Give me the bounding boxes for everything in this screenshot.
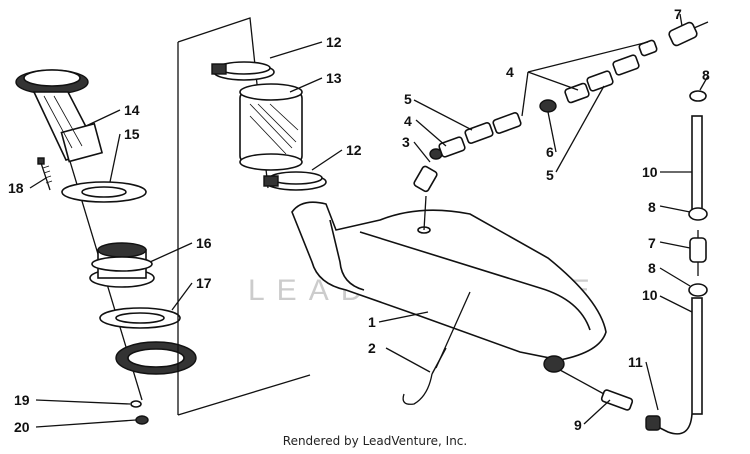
fuel-line-segments <box>438 39 658 158</box>
callout-8b: 8 <box>648 199 656 215</box>
callout-17: 17 <box>196 275 212 291</box>
callout-4a: 4 <box>404 113 412 129</box>
washer-part <box>130 400 142 408</box>
right-hose-assembly <box>645 90 708 435</box>
inline-filter-top-part <box>668 21 709 47</box>
mounting-plate-part <box>115 341 197 375</box>
callout-8a: 8 <box>702 67 710 83</box>
callout-5a: 5 <box>404 91 412 107</box>
callout-18: 18 <box>8 180 24 196</box>
filter-assembly-group <box>211 61 327 191</box>
footer-credit: Rendered by LeadVenture, Inc. <box>282 434 468 448</box>
callout-16: 16 <box>196 235 212 251</box>
callout-1: 1 <box>368 314 376 330</box>
fuel-valve-part <box>539 99 557 113</box>
filter-element-part <box>239 83 303 171</box>
callout-2: 2 <box>368 340 376 356</box>
elbow-fitting-part <box>413 148 443 193</box>
callout-8c: 8 <box>648 260 656 276</box>
hose-clamp-top-part <box>211 61 275 81</box>
callout-15: 15 <box>124 126 140 142</box>
dipstick-part <box>402 291 471 405</box>
fuel-cap-part <box>15 69 104 163</box>
leader-lines <box>29 13 709 428</box>
callout-7b: 7 <box>648 235 656 251</box>
callout-14: 14 <box>124 102 140 118</box>
callout-12b: 12 <box>346 142 362 158</box>
callout-3: 3 <box>402 134 410 150</box>
callout-13: 13 <box>326 70 342 86</box>
callout-10b: 10 <box>642 287 658 303</box>
screw-part <box>37 157 53 191</box>
callout-9: 9 <box>574 417 582 433</box>
callout-7a: 7 <box>674 6 682 22</box>
flange-part <box>89 242 155 288</box>
callout-labels: 1 2 3 4 4 5 5 6 7 7 8 8 8 9 10 10 11 12 … <box>8 6 710 435</box>
hose-clamp-bottom-part <box>263 171 327 191</box>
callout-5b: 5 <box>546 167 554 183</box>
callout-19: 19 <box>14 392 30 408</box>
callout-6: 6 <box>546 144 554 160</box>
nut-part <box>135 415 149 425</box>
callout-4b: 4 <box>506 64 514 80</box>
callout-12a: 12 <box>326 34 342 50</box>
callout-10a: 10 <box>642 164 658 180</box>
callout-20: 20 <box>14 419 30 435</box>
fuel-tank-part <box>291 195 607 373</box>
callout-11: 11 <box>628 354 643 370</box>
cap-assembly-group <box>15 69 197 425</box>
drain-fitting-part <box>559 369 634 411</box>
